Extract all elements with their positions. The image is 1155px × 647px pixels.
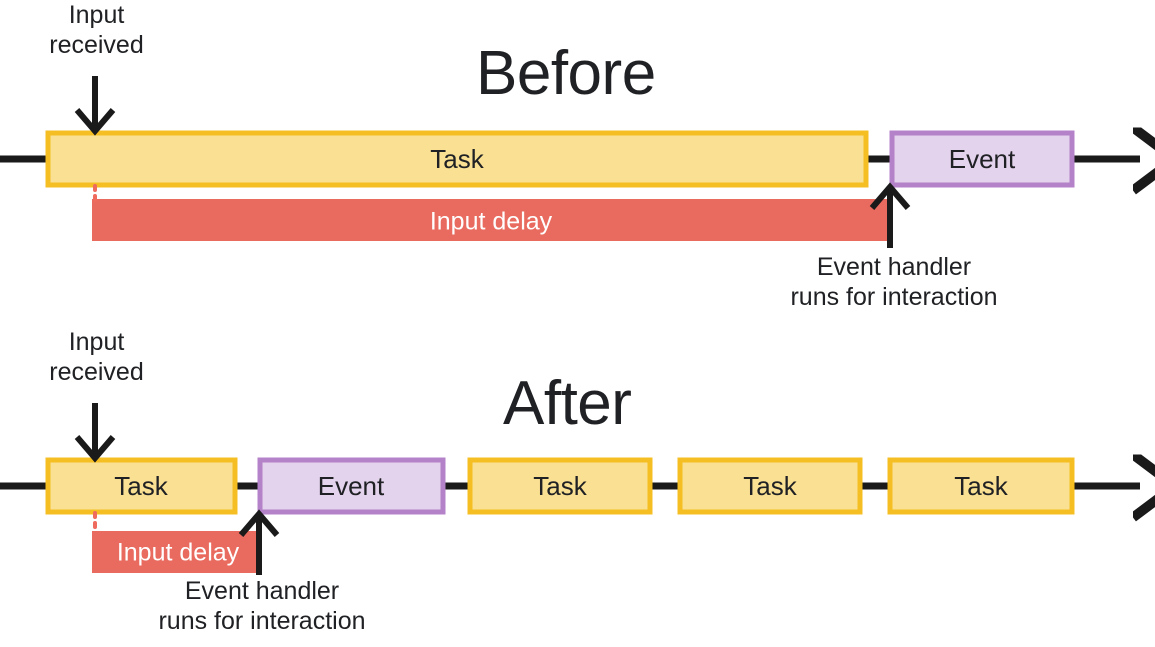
annotation-event-handler-after: Event handler runs for interaction bbox=[158, 577, 366, 635]
before-task-block bbox=[45, 130, 869, 188]
after-input-delay-label: Input delay bbox=[116, 538, 240, 567]
after-task-label-4: Task bbox=[954, 471, 1008, 501]
after-event-block bbox=[257, 457, 446, 515]
annotation-input-received-before: Input received bbox=[49, 1, 144, 59]
after-task-label-1: Task bbox=[114, 471, 168, 501]
before-task-label: Task bbox=[430, 144, 484, 174]
after-event-handler-arrow bbox=[238, 509, 280, 575]
before-event-handler-arrow bbox=[869, 182, 911, 248]
before-event-block bbox=[889, 130, 1075, 188]
before-input-received-arrow bbox=[74, 76, 116, 136]
after-task-block-1 bbox=[45, 457, 238, 515]
annotation-event-handler-before: Event handler runs for interaction bbox=[790, 253, 998, 311]
before-input-delay-label: Input delay bbox=[429, 207, 553, 236]
section-title-before: Before bbox=[476, 39, 656, 108]
before-input-delay-bar bbox=[92, 199, 890, 241]
annotation-input-received-after: Input received bbox=[49, 328, 144, 386]
section-title-after: After bbox=[503, 369, 632, 438]
after-input-delay-bar bbox=[92, 531, 258, 573]
before-event-label: Event bbox=[948, 144, 1016, 174]
after-task-label-2: Task bbox=[533, 471, 587, 501]
after-input-received-arrow bbox=[74, 403, 116, 463]
after-task-block-3 bbox=[677, 457, 863, 515]
after-task-block-2 bbox=[467, 457, 653, 515]
after-event-label: Event bbox=[317, 471, 385, 501]
after-task-label-3: Task bbox=[743, 471, 797, 501]
after-task-block-4 bbox=[887, 457, 1075, 515]
